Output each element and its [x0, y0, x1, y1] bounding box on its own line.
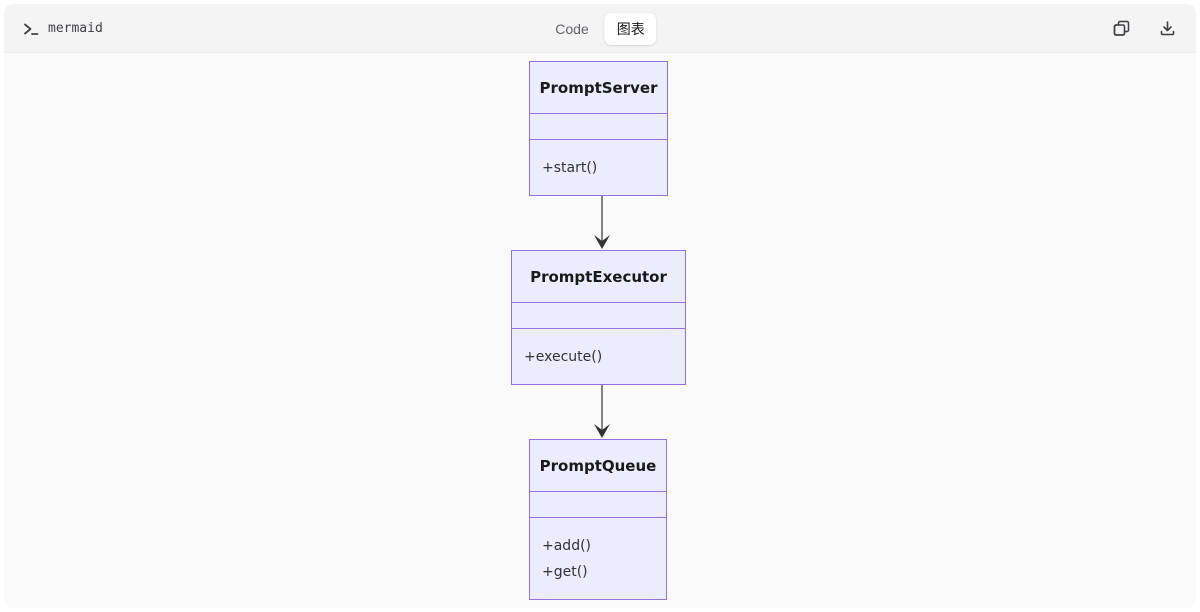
tab-diagram[interactable]: 图表 [604, 12, 657, 45]
tab-code[interactable]: Code [555, 20, 589, 37]
class-methods-section: +add() +get() [530, 518, 666, 599]
view-toggle: Code 图表 [543, 4, 657, 53]
class-attributes-section [530, 114, 667, 140]
class-method: +get() [542, 563, 588, 580]
class-attributes-section [530, 492, 666, 518]
copy-icon[interactable] [1112, 20, 1130, 38]
artifact-header: mermaid Code 图表 [4, 4, 1196, 53]
class-method: +start() [542, 159, 598, 176]
class-methods-section: +start() [530, 140, 667, 195]
edge-server-to-executor [593, 196, 611, 250]
artifact-title: mermaid [22, 4, 103, 53]
terminal-icon [22, 20, 40, 38]
class-name: PromptExecutor [512, 251, 685, 303]
diagram-canvas: PromptServer +start() PromptExecutor +ex… [4, 53, 1196, 608]
artifact-type-label: mermaid [48, 21, 103, 36]
class-method: +execute() [524, 348, 603, 365]
header-actions [1112, 4, 1176, 53]
download-icon[interactable] [1158, 20, 1176, 38]
edge-executor-to-queue [593, 385, 611, 439]
class-name: PromptQueue [530, 440, 666, 492]
class-attributes-section [512, 303, 685, 329]
mermaid-artifact-card: mermaid Code 图表 [4, 4, 1196, 608]
class-method: +add() [542, 537, 592, 554]
class-node-promptqueue: PromptQueue +add() +get() [529, 439, 667, 600]
class-methods-section: +execute() [512, 329, 685, 384]
class-name: PromptServer [530, 62, 667, 114]
class-node-promptserver: PromptServer +start() [529, 61, 668, 196]
class-node-promptexecutor: PromptExecutor +execute() [511, 250, 686, 385]
